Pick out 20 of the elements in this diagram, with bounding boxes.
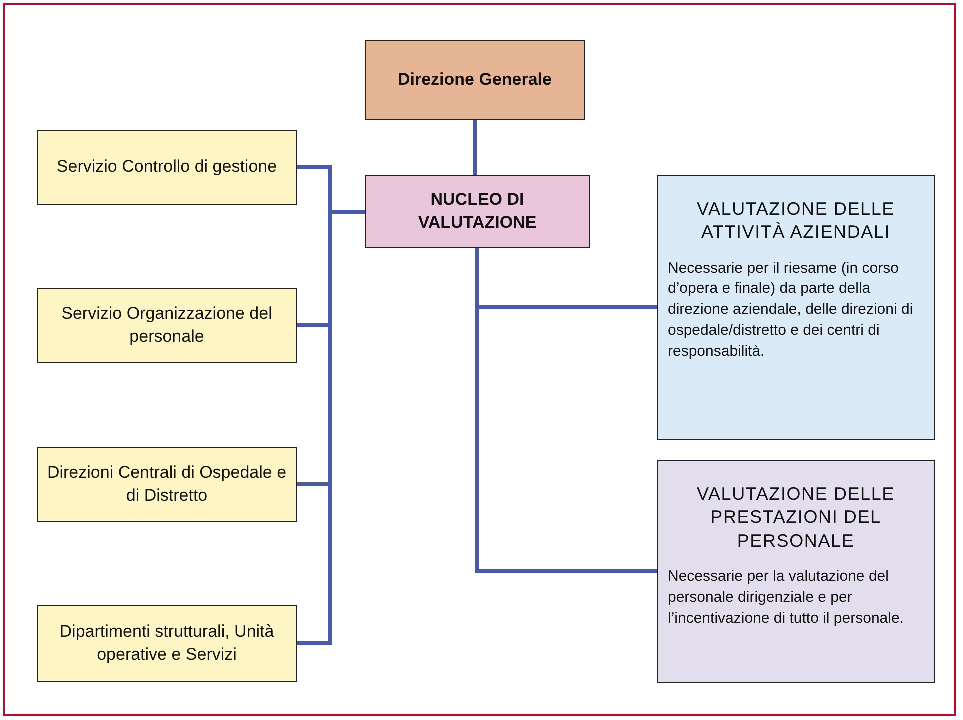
org-box	[365, 40, 585, 120]
connector-line	[475, 248, 657, 574]
info-panel	[657, 460, 935, 683]
box-label: NUCLEO DI VALUTAZIONE	[417, 189, 538, 234]
box-label: Dipartimenti strutturali, Unità operative e Servizi	[58, 621, 276, 666]
box-label: Servizio Organizzazione del personale	[60, 303, 274, 348]
panel-heading: VALUTAZIONE DELLE PRESTAZIONI DEL PERSONALE	[696, 483, 896, 553]
connector-line	[473, 120, 477, 175]
org-box	[37, 605, 297, 682]
box-label: Direzione Generale	[396, 68, 553, 91]
info-panel	[657, 175, 935, 440]
org-box	[37, 447, 297, 522]
box-label: Direzioni Centrali di Ospedale e di Distretto	[46, 462, 288, 506]
panel-description: Necessarie per la valutazione del personale dirigenziale e per l’incentivazione di tutto il personale.	[667, 567, 905, 629]
box-label: Servizio Controllo di gestione	[56, 156, 278, 178]
panel-description: Necessarie per il riesame (in corso d’opera e finale) da parte della direzione aziendale, delle direzioni di ospedale/distretto e dei centri di responsabilità.	[667, 258, 914, 362]
org-box	[365, 175, 590, 248]
org-box	[37, 130, 297, 205]
org-box	[37, 288, 297, 363]
panel-heading: VALUTAZIONE DELLE ATTIVITÀ AZIENDALI	[696, 198, 896, 244]
